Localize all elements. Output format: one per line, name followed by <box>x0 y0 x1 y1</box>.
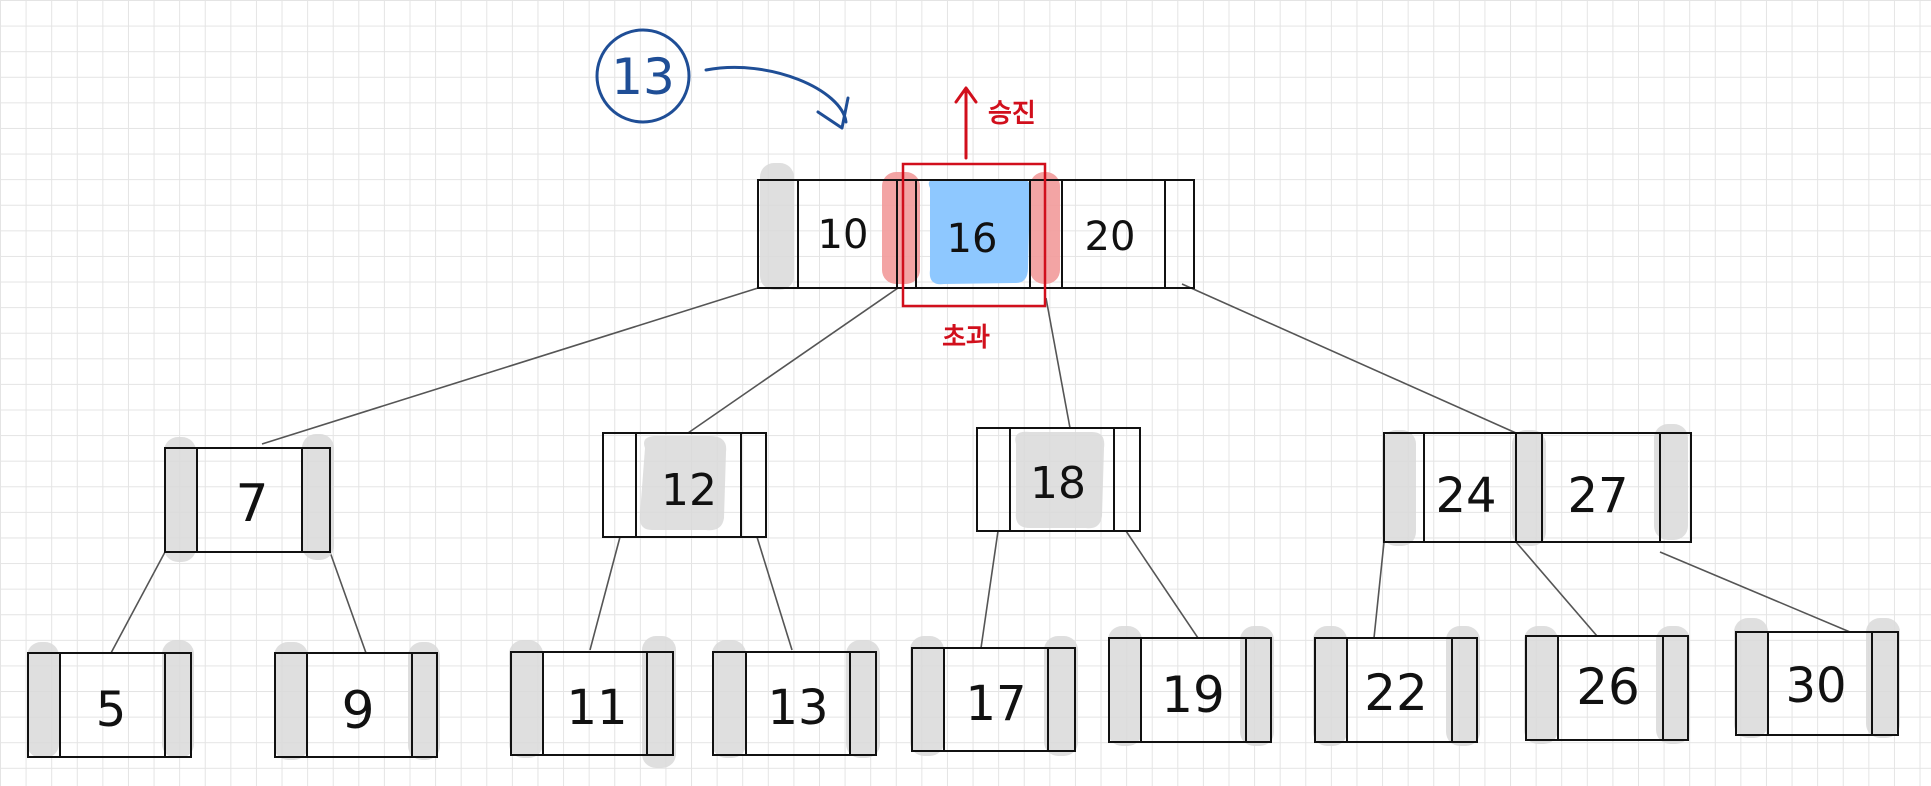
leaf-26-shade-right <box>1656 626 1690 744</box>
overflow-label: 초과 <box>942 323 990 353</box>
root-key-3: 20 <box>1085 214 1136 260</box>
leaf-17: 17 <box>910 636 1078 756</box>
leaf-5-box <box>27 652 192 758</box>
leaf-13-shade-left <box>712 640 746 758</box>
node-18: 18 <box>976 427 1141 532</box>
leaf-17-key: 17 <box>965 676 1026 732</box>
node-12-key: 12 <box>661 465 717 516</box>
edge-12-to-13 <box>756 536 793 651</box>
promote-arrow-icon <box>954 86 978 104</box>
node-24-27-shade-left <box>1382 430 1416 546</box>
leaf-13-key: 13 <box>767 680 828 736</box>
root-node-box <box>757 179 1195 289</box>
edge-7-to-5 <box>110 551 166 654</box>
leaf-26-key: 26 <box>1576 658 1640 716</box>
node-12-box <box>602 432 767 538</box>
insert-annotation: 13 <box>595 28 850 130</box>
node-12: 12 <box>602 432 767 538</box>
leaf-5: 5 <box>27 640 194 758</box>
edge-root-to-12 <box>687 287 899 434</box>
leaf-9-key: 9 <box>341 681 374 741</box>
leaf-13: 13 <box>712 640 880 758</box>
node-24-27-key-1: 24 <box>1435 468 1496 524</box>
node-7-key: 7 <box>235 474 268 534</box>
leaf-9-shade-left <box>274 642 308 760</box>
insert-curve-arrow <box>704 65 848 124</box>
overflow-left-shade <box>882 172 920 284</box>
leaf-5-shade-right <box>162 640 194 758</box>
leaf-22-box <box>1314 637 1478 743</box>
edge-12-to-11 <box>589 536 621 651</box>
leaf-19-shade-right <box>1240 626 1274 746</box>
node-18-key: 18 <box>1030 458 1086 509</box>
overflow-highlight-box <box>901 162 1047 308</box>
leaf-19-shade-left <box>1108 626 1142 746</box>
leaf-30: 30 <box>1734 618 1900 738</box>
node-18-box <box>976 427 1141 532</box>
edge-24-27-to-30 <box>1659 551 1851 633</box>
insert-label: 13 <box>611 48 675 106</box>
node-7: 7 <box>164 434 334 562</box>
insert-circle <box>595 28 691 124</box>
edge-root-to-24-27 <box>1181 283 1517 434</box>
leaf-22-shade-right <box>1446 626 1480 746</box>
leaf-11-shade-right <box>642 636 676 768</box>
root-slot-shade <box>760 163 794 290</box>
edge-18-to-19 <box>1125 530 1199 639</box>
node-24-27-key-2: 27 <box>1567 468 1628 524</box>
leaf-9-shade-right <box>408 642 440 760</box>
edge-24-27-to-22 <box>1373 541 1385 639</box>
overflow-key-blue-fill <box>928 179 1031 285</box>
node-24-27-shade-right <box>1654 424 1688 540</box>
leaf-30-key: 30 <box>1785 658 1846 714</box>
node-24-27-shade-mid <box>1512 430 1546 546</box>
promote-annotation: 승진 <box>954 86 1036 160</box>
promote-label: 승진 <box>988 99 1036 129</box>
leaf-30-shade-left <box>1734 618 1768 738</box>
root-key-1: 10 <box>818 212 869 258</box>
leaf-17-box <box>911 647 1076 752</box>
edge-root-to-7 <box>261 287 759 445</box>
leaf-19-box <box>1108 637 1272 743</box>
leaf-17-shade-left <box>910 636 944 756</box>
leaf-30-shade-right <box>1866 618 1900 738</box>
leaf-19: 19 <box>1108 626 1274 746</box>
leaf-26-box <box>1525 635 1689 741</box>
tree-edges <box>110 283 1851 654</box>
leaf-22: 22 <box>1313 626 1480 746</box>
leaf-19-key: 19 <box>1161 666 1225 724</box>
node-7-shade-right <box>302 434 334 560</box>
leaf-11-shade-left <box>509 640 543 758</box>
node-24-27-box <box>1383 432 1692 543</box>
edge-root-to-18 <box>1045 297 1071 429</box>
node-7-box <box>164 447 331 553</box>
root-node: 10 16 20 <box>757 162 1195 308</box>
leaf-5-shade-left <box>27 642 59 758</box>
leaf-22-key: 22 <box>1364 664 1428 722</box>
edge-18-to-17 <box>980 530 999 649</box>
leaf-26-shade-left <box>1524 626 1558 744</box>
insert-arrow-icon <box>816 96 850 130</box>
leaf-30-box <box>1735 631 1899 736</box>
leaf-13-box <box>712 651 877 756</box>
leaf-13-shade-right <box>846 640 880 758</box>
leaf-9: 9 <box>274 642 440 760</box>
leaf-9-box <box>274 652 438 758</box>
leaf-22-shade-left <box>1313 626 1347 746</box>
edge-7-to-9 <box>329 551 367 654</box>
leaf-26: 26 <box>1524 626 1690 744</box>
leaf-11-box <box>510 651 674 756</box>
node-12-shade <box>639 435 727 531</box>
leaf-5-key: 5 <box>96 682 127 738</box>
node-24-27: 24 27 <box>1382 424 1692 546</box>
node-18-shade <box>1015 431 1105 529</box>
node-7-shade-left <box>164 437 196 562</box>
leaf-17-shade-right <box>1044 636 1078 756</box>
leaf-11-key: 11 <box>566 680 627 736</box>
leaf-11: 11 <box>509 636 676 768</box>
edge-24-27-to-26 <box>1515 541 1598 637</box>
root-key-2: 16 <box>947 216 998 262</box>
